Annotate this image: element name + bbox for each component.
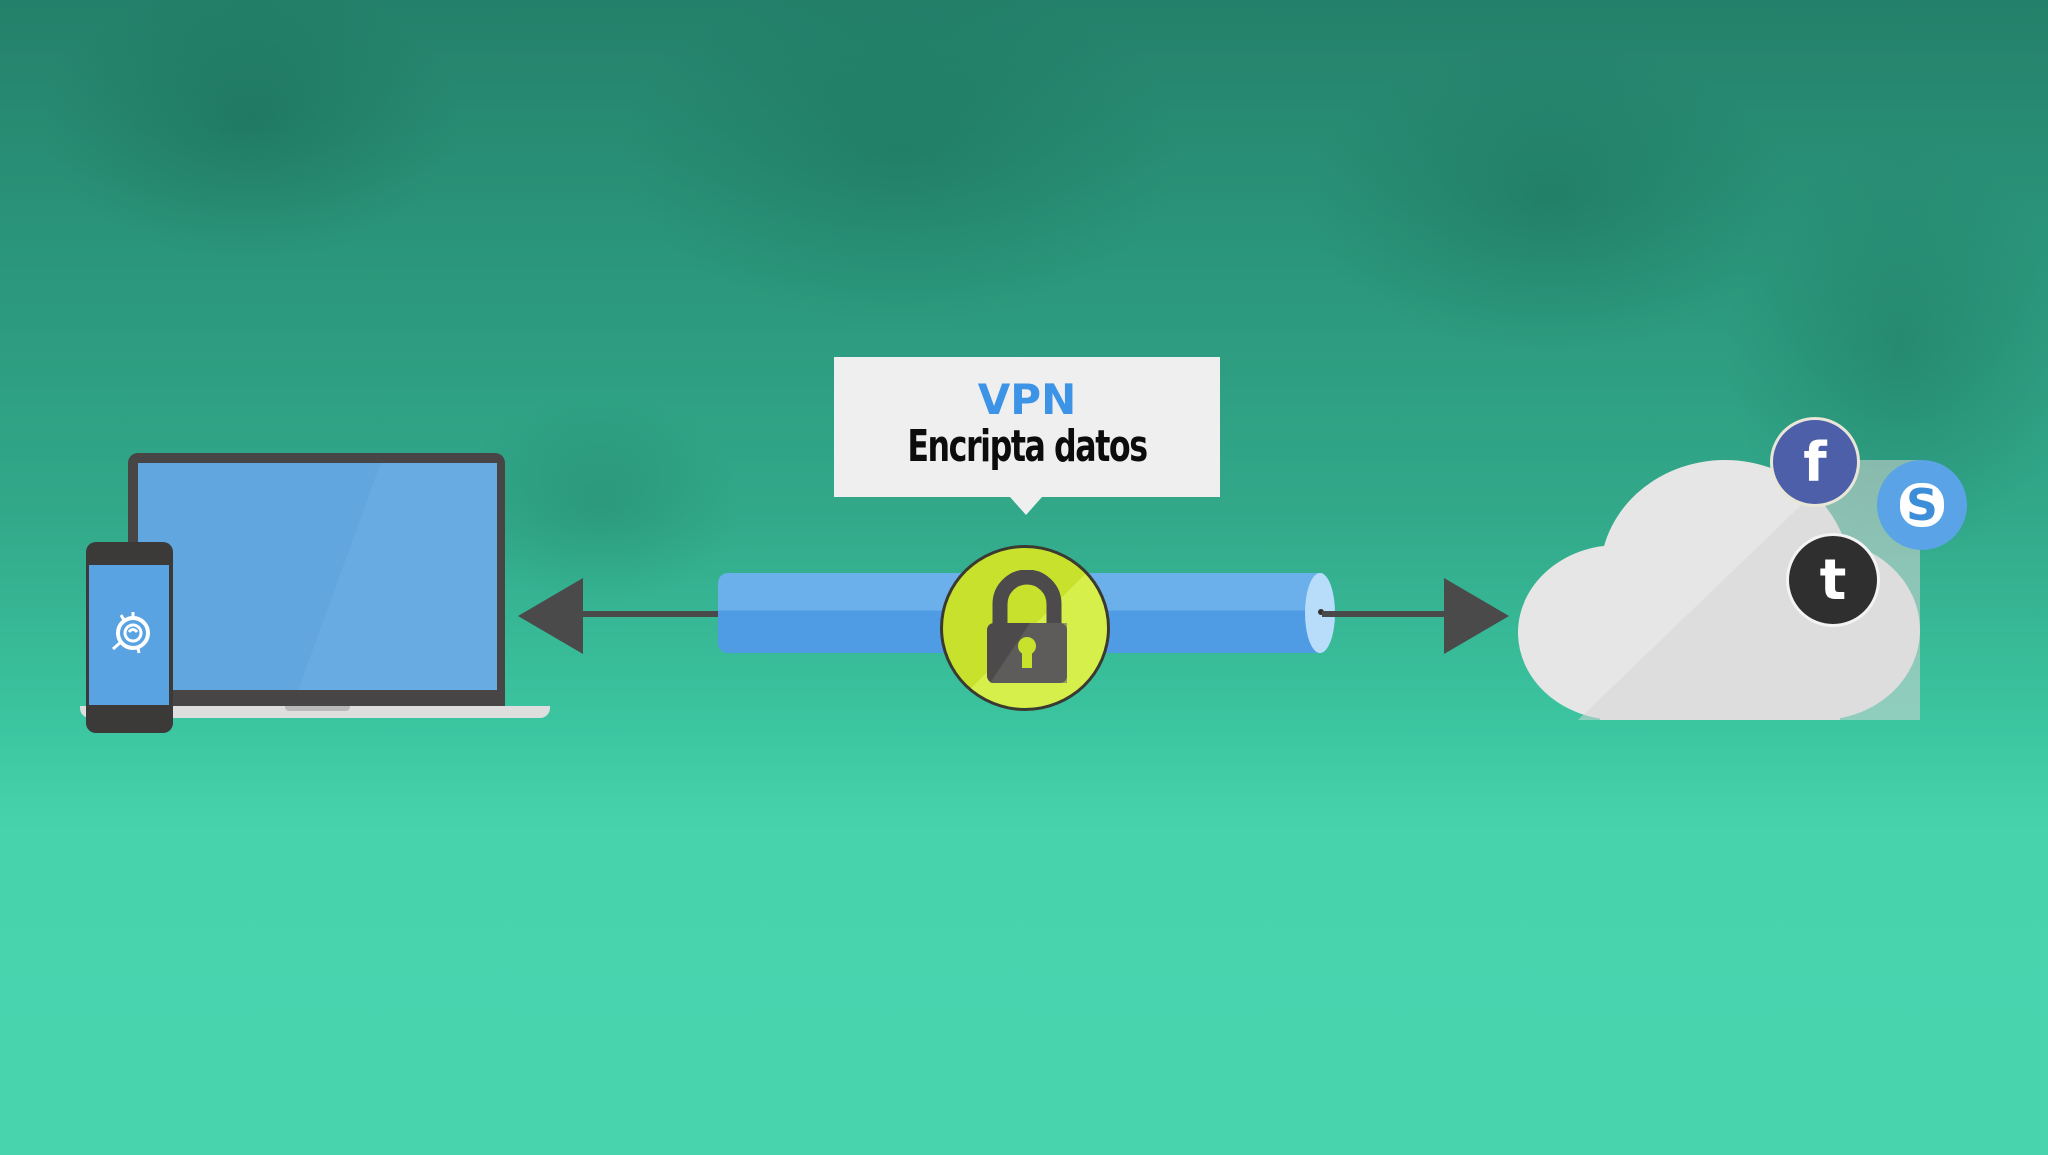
left-arrow-head-icon — [518, 578, 583, 654]
facebook-icon: f — [1770, 417, 1860, 507]
skype-icon: S — [1877, 460, 1967, 550]
facebook-glyph: f — [1803, 430, 1827, 494]
vpn-title: VPN — [977, 375, 1077, 424]
skype-glyph: S — [1900, 480, 1944, 531]
twitter-glyph: t — [1819, 547, 1847, 613]
laptop-screen — [138, 463, 497, 690]
vpn-tunnel-end-dot — [1318, 609, 1324, 615]
vpn-subtitle: Encripta datos — [907, 421, 1148, 472]
right-arrow-line — [1322, 611, 1448, 617]
vpn-callout-bubble: VPN Encripta datos — [834, 357, 1220, 515]
twitter-icon: t — [1786, 533, 1880, 627]
app-gear-icon — [112, 612, 150, 654]
laptop-base — [80, 706, 550, 718]
smartphone-screen — [89, 565, 169, 705]
left-arrow-line — [580, 611, 720, 617]
right-arrow-head-icon — [1444, 578, 1509, 654]
cloud-shade — [1578, 460, 1920, 720]
padlock-icon — [987, 570, 1067, 683]
laptop-notch — [285, 706, 350, 711]
